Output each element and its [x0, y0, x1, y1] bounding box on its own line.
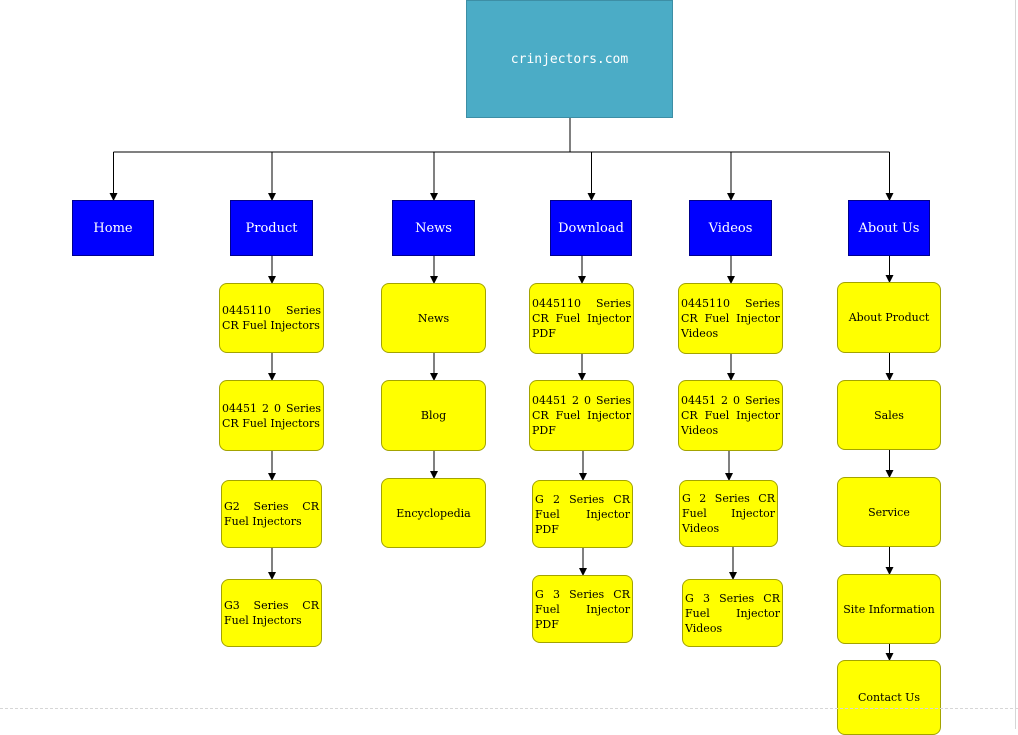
leaf-label: Sales [874, 408, 904, 422]
leaf-node-product-2: 04451 2 0 Series CR Fuel Injectors [219, 380, 324, 451]
root-node: crinjectors.com [466, 0, 673, 118]
leaf-label: Blog [420, 409, 447, 422]
leaf-label: 04451 2 0 Series CR Fuel Injectors [222, 401, 321, 430]
category-label: Home [93, 220, 133, 236]
leaf-label: G 2 Series CR Fuel Injector Videos [682, 492, 775, 535]
category-node-videos: Videos [689, 200, 772, 256]
leaf-node-download-3: G 2 Series CR Fuel Injector PDF [532, 480, 633, 548]
leaf-label: 0445110 Series CR Fuel Injector Videos [681, 297, 780, 340]
category-node-news: News [392, 200, 475, 256]
leaf-node-about-us-3: Service [837, 477, 941, 547]
page-edge-right [1015, 0, 1016, 729]
leaf-label: Encyclopedia [396, 506, 471, 520]
leaf-node-product-4: G3 Series CR Fuel Injectors [221, 579, 322, 647]
category-label: Videos [708, 220, 753, 236]
leaf-label: G3 Series CR Fuel Injectors [224, 599, 319, 627]
leaf-node-videos-4: G 3 Series CR Fuel Injector Videos [682, 579, 783, 647]
category-node-about-us: About Us [848, 200, 930, 256]
leaf-node-about-us-4: Site Information [837, 574, 941, 644]
root-node-label: crinjectors.com [510, 51, 629, 67]
category-node-home: Home [72, 200, 154, 256]
leaf-label: Site Information [843, 602, 935, 616]
leaf-node-news-1: News [381, 283, 486, 353]
leaf-node-product-3: G2 Series CR Fuel Injectors [221, 480, 322, 548]
leaf-node-download-1: 0445110 Series CR Fuel Injector PDF [529, 283, 634, 354]
leaf-label: G 2 Series CR Fuel Injector PDF [535, 492, 630, 536]
leaf-label: G2 Series CR Fuel Injectors [224, 500, 319, 528]
leaf-label: 04451 2 0 Series CR Fuel Injector PDF [532, 394, 631, 437]
page-edge-bottom [0, 708, 1018, 709]
category-label: Download [558, 220, 624, 236]
leaf-node-videos-2: 04451 2 0 Series CR Fuel Injector Videos [678, 380, 783, 451]
category-node-download: Download [550, 200, 632, 256]
leaf-node-about-us-5: Contact Us [837, 660, 941, 735]
leaf-label: Service [868, 505, 910, 519]
category-label: Product [245, 220, 298, 236]
leaf-node-product-1: 0445110 Series CR Fuel Injectors [219, 283, 324, 353]
leaf-label: G 3 Series CR Fuel Injector Videos [685, 591, 780, 635]
leaf-node-videos-1: 0445110 Series CR Fuel Injector Videos [678, 283, 783, 354]
leaf-node-about-us-1: About Product [837, 282, 941, 353]
category-label: About Us [858, 220, 920, 236]
leaf-label: About Product [848, 311, 930, 324]
leaf-node-news-3: Encyclopedia [381, 478, 486, 548]
leaf-label: Contact Us [857, 691, 921, 704]
leaf-node-download-4: G 3 Series CR Fuel Injector PDF [532, 575, 633, 643]
leaf-node-about-us-2: Sales [837, 380, 941, 450]
leaf-node-news-2: Blog [381, 380, 486, 451]
leaf-node-videos-3: G 2 Series CR Fuel Injector Videos [679, 480, 778, 547]
leaf-label: News [417, 311, 450, 325]
category-node-product: Product [230, 200, 313, 256]
category-label: News [415, 220, 452, 236]
leaf-label: G 3 Series CR Fuel Injector PDF [535, 587, 630, 631]
leaf-label: 04451 2 0 Series CR Fuel Injector Videos [681, 394, 780, 437]
leaf-node-download-2: 04451 2 0 Series CR Fuel Injector PDF [529, 380, 634, 451]
leaf-label: 0445110 Series CR Fuel Injector PDF [532, 297, 631, 340]
leaf-label: 0445110 Series CR Fuel Injectors [222, 304, 321, 332]
